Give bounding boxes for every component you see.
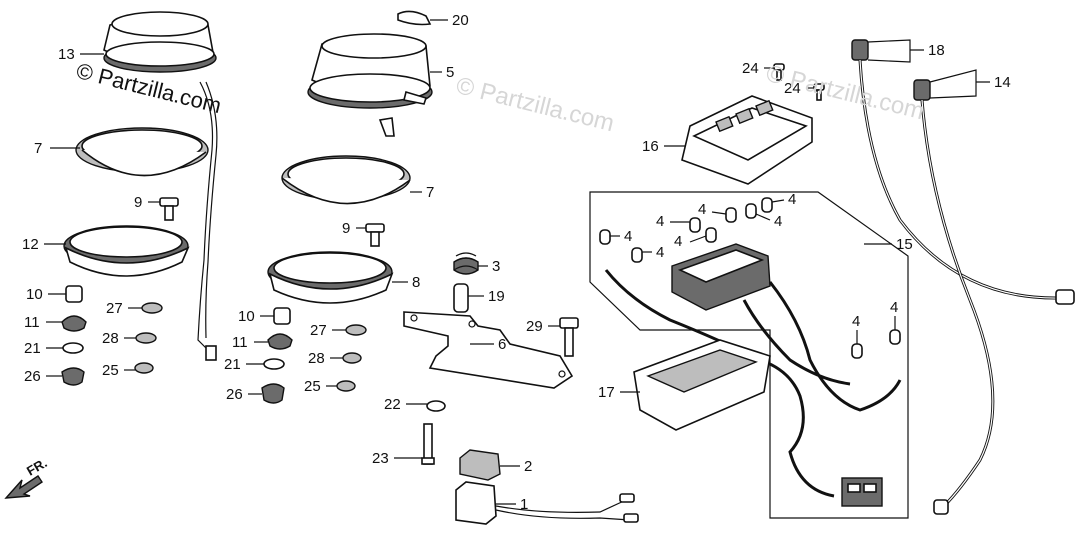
direction-label: FR. [24, 455, 50, 478]
part-6-meter-bracket[interactable] [403, 311, 574, 389]
part-17-meter-case-lower[interactable] [633, 339, 771, 431]
callout-19[interactable]: 19 [488, 288, 505, 305]
part-15-light-harness[interactable] [604, 243, 902, 507]
callout-25-right[interactable]: 25 [304, 378, 321, 395]
part-22-washer[interactable] [426, 400, 446, 412]
part-7-ring-right[interactable] [281, 155, 411, 205]
part-1-resistor-assembly[interactable] [455, 481, 639, 525]
callout-4-a[interactable]: 4 [624, 228, 632, 245]
part-10-grommet-left[interactable] [65, 285, 83, 303]
callout-15[interactable]: 15 [896, 236, 913, 253]
callout-4-d[interactable]: 4 [674, 233, 682, 250]
callout-layer: 20 13 5 7 7 9 9 12 8 3 19 10 10 [22, 12, 1011, 513]
callout-27-right[interactable]: 27 [310, 322, 327, 339]
part-25-nut-right[interactable] [336, 380, 356, 392]
part-29-bolt[interactable] [559, 317, 579, 357]
part-5-tachometer-case[interactable] [307, 33, 433, 137]
part-4-bulb-group[interactable] [599, 197, 901, 359]
callout-13[interactable]: 13 [58, 46, 75, 63]
front-direction-arrow: FR. [4, 455, 50, 499]
callout-4-e[interactable]: 4 [698, 201, 706, 218]
part-28-washer-left[interactable] [135, 332, 157, 344]
callout-3[interactable]: 3 [492, 258, 500, 275]
part-9-screw-right[interactable] [365, 223, 385, 247]
part-7-ring-left[interactable] [75, 127, 209, 177]
callout-4-f[interactable]: 4 [774, 213, 782, 230]
callout-24-b[interactable]: 24 [784, 80, 801, 97]
callout-21-right[interactable]: 21 [224, 356, 241, 373]
callout-7-left[interactable]: 7 [34, 140, 42, 157]
callout-8[interactable]: 8 [412, 274, 420, 291]
part-26-nut-right[interactable] [261, 383, 285, 404]
callout-5[interactable]: 5 [446, 64, 454, 81]
callout-27-left[interactable]: 27 [106, 300, 123, 317]
light-socket-plug [205, 345, 217, 361]
part-12-meter-cup-left[interactable] [63, 225, 190, 277]
part-24-screw-b[interactable] [813, 83, 825, 101]
callout-11-right[interactable]: 11 [232, 334, 248, 351]
callout-21-left[interactable]: 21 [24, 340, 41, 357]
callout-9-left[interactable]: 9 [134, 194, 142, 211]
callout-14[interactable]: 14 [994, 74, 1011, 91]
callout-10-right[interactable]: 10 [238, 308, 255, 325]
part-2-resistor-cover[interactable] [459, 449, 501, 481]
callout-25-left[interactable]: 25 [102, 362, 119, 379]
callout-28-right[interactable]: 28 [308, 350, 325, 367]
callout-10-left[interactable]: 10 [26, 286, 43, 303]
part-13-speedometer-case[interactable] [103, 11, 217, 73]
callout-16[interactable]: 16 [642, 138, 659, 155]
part-3-spring[interactable] [453, 252, 479, 275]
speedometer-light-wire [197, 81, 214, 353]
callout-1[interactable]: 1 [520, 496, 528, 513]
callout-28-left[interactable]: 28 [102, 330, 119, 347]
callout-20[interactable]: 20 [452, 12, 469, 29]
callout-6[interactable]: 6 [498, 336, 506, 353]
part-24-screw-a[interactable] [773, 63, 785, 81]
part-11-cushion-right[interactable] [267, 333, 293, 350]
part-26-nut-left[interactable] [61, 367, 85, 386]
callout-4-i[interactable]: 4 [890, 299, 898, 316]
part-19-collar[interactable] [453, 283, 469, 313]
part-9-screw-left[interactable] [159, 197, 179, 221]
part-20-bulb-socket[interactable] [397, 10, 432, 26]
callout-29[interactable]: 29 [526, 318, 543, 335]
part-11-cushion-left[interactable] [61, 315, 87, 332]
callout-4-c[interactable]: 4 [656, 213, 664, 230]
part-27-washer-right[interactable] [345, 324, 367, 336]
part-8-meter-cup-right[interactable] [267, 251, 394, 304]
part-14-tachometer-cable[interactable] [913, 79, 995, 515]
callout-26-right[interactable]: 26 [226, 386, 243, 403]
part-25-nut-left[interactable] [134, 362, 154, 374]
part-18-speedometer-cable[interactable] [851, 39, 1075, 305]
callout-23[interactable]: 23 [372, 450, 389, 467]
callout-11-left[interactable]: 11 [24, 314, 40, 331]
callout-7-right[interactable]: 7 [426, 184, 434, 201]
part-16-indicator-panel[interactable] [681, 95, 813, 185]
callout-9-right[interactable]: 9 [342, 220, 350, 237]
part-10-grommet-right[interactable] [273, 307, 291, 325]
part-28-washer-right[interactable] [342, 352, 362, 364]
callout-4-h[interactable]: 4 [852, 313, 860, 330]
callout-12[interactable]: 12 [22, 236, 39, 253]
part-21-washer-left[interactable] [62, 342, 84, 354]
callout-26-left[interactable]: 26 [24, 368, 41, 385]
callout-2[interactable]: 2 [524, 458, 532, 475]
callout-4-b[interactable]: 4 [656, 244, 664, 261]
callout-18[interactable]: 18 [928, 42, 945, 59]
callout-24-a[interactable]: 24 [742, 60, 759, 77]
callout-17[interactable]: 17 [598, 384, 615, 401]
part-23-bolt[interactable] [421, 423, 435, 465]
callout-4-g[interactable]: 4 [788, 191, 796, 208]
part-27-washer-left[interactable] [141, 302, 163, 314]
part-15-group-outline [589, 191, 909, 519]
part-21-washer-right[interactable] [263, 358, 285, 370]
callout-22[interactable]: 22 [384, 396, 401, 413]
